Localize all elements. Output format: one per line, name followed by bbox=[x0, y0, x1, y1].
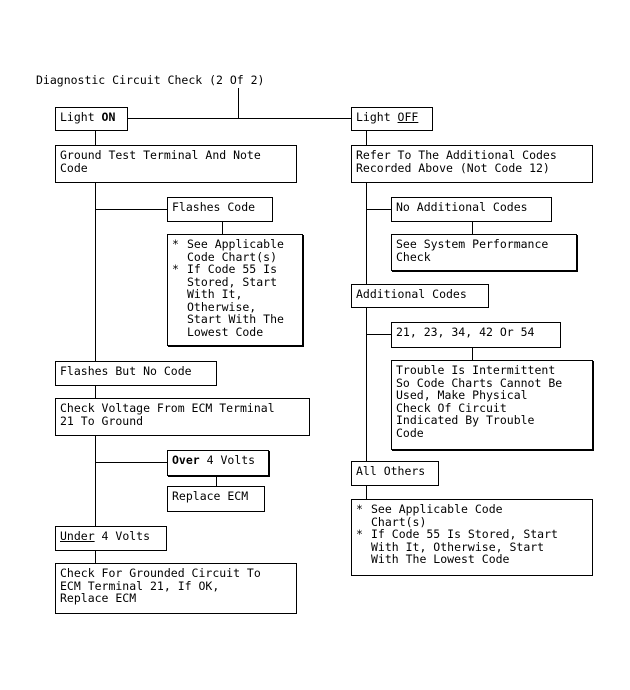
ground-test-line: Code bbox=[60, 160, 88, 175]
note-line: Otherwise, bbox=[187, 299, 257, 314]
box-flashes-no-code: Flashes But No Code bbox=[55, 361, 217, 386]
see-system-line: See System Performance bbox=[396, 237, 549, 251]
branch-codes-list bbox=[366, 334, 391, 335]
box-all-others: All Others bbox=[351, 461, 439, 486]
see-system-line: Check bbox=[396, 249, 431, 264]
light-on-prefix: Light bbox=[60, 110, 102, 124]
branch-flashes-code bbox=[95, 209, 167, 210]
note-line: Start With The bbox=[187, 312, 284, 326]
branch-no-additional bbox=[366, 209, 391, 210]
refer-line: Refer To The Additional Codes bbox=[356, 148, 557, 162]
link-flashes-notes bbox=[222, 222, 223, 234]
trunk-left-5 bbox=[95, 551, 96, 563]
flashes-no-code-label: Flashes But No Code bbox=[60, 364, 192, 378]
intermittent-line: Code bbox=[396, 425, 424, 440]
note-line: With The Lowest Code bbox=[371, 552, 510, 566]
box-flashes-code: Flashes Code bbox=[167, 197, 273, 222]
all-others-label: All Others bbox=[356, 464, 426, 478]
check-grounded-line: ECM Terminal 21, If OK, bbox=[60, 578, 220, 593]
top-split-line bbox=[127, 118, 351, 119]
box-no-additional-codes: No Additional Codes bbox=[391, 197, 552, 222]
refer-line: Recorded Above (Not Code 12) bbox=[356, 160, 550, 175]
title-bracket-line bbox=[238, 88, 239, 118]
note-line: If Code 55 Is bbox=[187, 262, 278, 276]
note-line: See Applicable bbox=[187, 237, 284, 251]
trunk-left-2 bbox=[95, 183, 96, 361]
trunk-left-1 bbox=[95, 131, 96, 145]
box-light-off: Light OFF bbox=[351, 107, 433, 131]
light-on-emph: ON bbox=[101, 110, 116, 124]
under-suffix: 4 Volts bbox=[94, 529, 151, 543]
intermittent-line: Trouble Is Intermittent bbox=[396, 363, 556, 377]
intermittent-line: Check Of Circuit bbox=[396, 400, 507, 415]
note-line: If Code 55 Is Stored, Start bbox=[371, 527, 558, 541]
note-line: With It, bbox=[187, 287, 243, 301]
diagram-title: Diagnostic Circuit Check (2 Of 2) bbox=[36, 73, 265, 87]
link-see-system bbox=[472, 222, 473, 234]
light-off-prefix: Light bbox=[356, 110, 398, 124]
under-emph: Under bbox=[60, 529, 95, 543]
check-voltage-line: 21 To Ground bbox=[60, 413, 144, 428]
trunk-right-3 bbox=[366, 308, 367, 461]
note-line: Chart(s) bbox=[371, 514, 427, 529]
replace-ecm-label: Replace ECM bbox=[172, 489, 249, 503]
flashes-code-label: Flashes Code bbox=[172, 200, 256, 214]
bullet-star: * bbox=[172, 237, 179, 251]
trunk-right-1 bbox=[366, 131, 367, 145]
note-line: Lowest Code bbox=[187, 324, 264, 339]
ground-test-line: Ground Test Terminal And Note bbox=[60, 148, 261, 162]
box-codes-list: 21, 23, 34, 42 Or 54 bbox=[391, 322, 561, 348]
over-suffix: 4 Volts bbox=[199, 453, 256, 467]
bullet-star: * bbox=[356, 527, 363, 541]
over-emph: Over bbox=[172, 453, 200, 467]
box-light-on: Light ON bbox=[55, 107, 128, 131]
note-line: With It, Otherwise, Start bbox=[371, 539, 545, 554]
light-off-emph: OFF bbox=[397, 110, 419, 124]
codes-list-label: 21, 23, 34, 42 Or 54 bbox=[396, 325, 535, 339]
box-replace-ecm: Replace ECM bbox=[167, 486, 265, 512]
trunk-left-3 bbox=[95, 386, 96, 398]
link-replace-ecm bbox=[216, 476, 217, 486]
box-additional-codes: Additional Codes bbox=[351, 284, 489, 308]
note-line: See Applicable Code bbox=[371, 502, 503, 516]
bullet-star: * bbox=[356, 502, 363, 516]
check-grounded-line: Replace ECM bbox=[60, 591, 137, 605]
note-line: Code Chart(s) bbox=[187, 249, 278, 264]
intermittent-line: Indicated By Trouble bbox=[396, 413, 535, 427]
additional-codes-label: Additional Codes bbox=[356, 287, 467, 301]
note-line: Stored, Start bbox=[187, 274, 278, 289]
box-over-4v: Over 4 Volts bbox=[167, 450, 269, 476]
trunk-right-4 bbox=[366, 486, 367, 499]
check-voltage-line: Check Voltage From ECM Terminal bbox=[60, 401, 275, 415]
box-under-4v: Under 4 Volts bbox=[55, 526, 167, 551]
link-intermittent bbox=[472, 348, 473, 360]
check-grounded-line: Check For Grounded Circuit To bbox=[60, 566, 261, 580]
intermittent-line: Used, Make Physical bbox=[396, 388, 528, 402]
bullet-star: * bbox=[172, 262, 179, 276]
trunk-right-2 bbox=[366, 183, 367, 284]
trunk-left-4 bbox=[95, 436, 96, 526]
branch-over-4v bbox=[95, 462, 167, 463]
no-additional-label: No Additional Codes bbox=[396, 200, 528, 214]
intermittent-line: So Code Charts Cannot Be bbox=[396, 375, 563, 390]
